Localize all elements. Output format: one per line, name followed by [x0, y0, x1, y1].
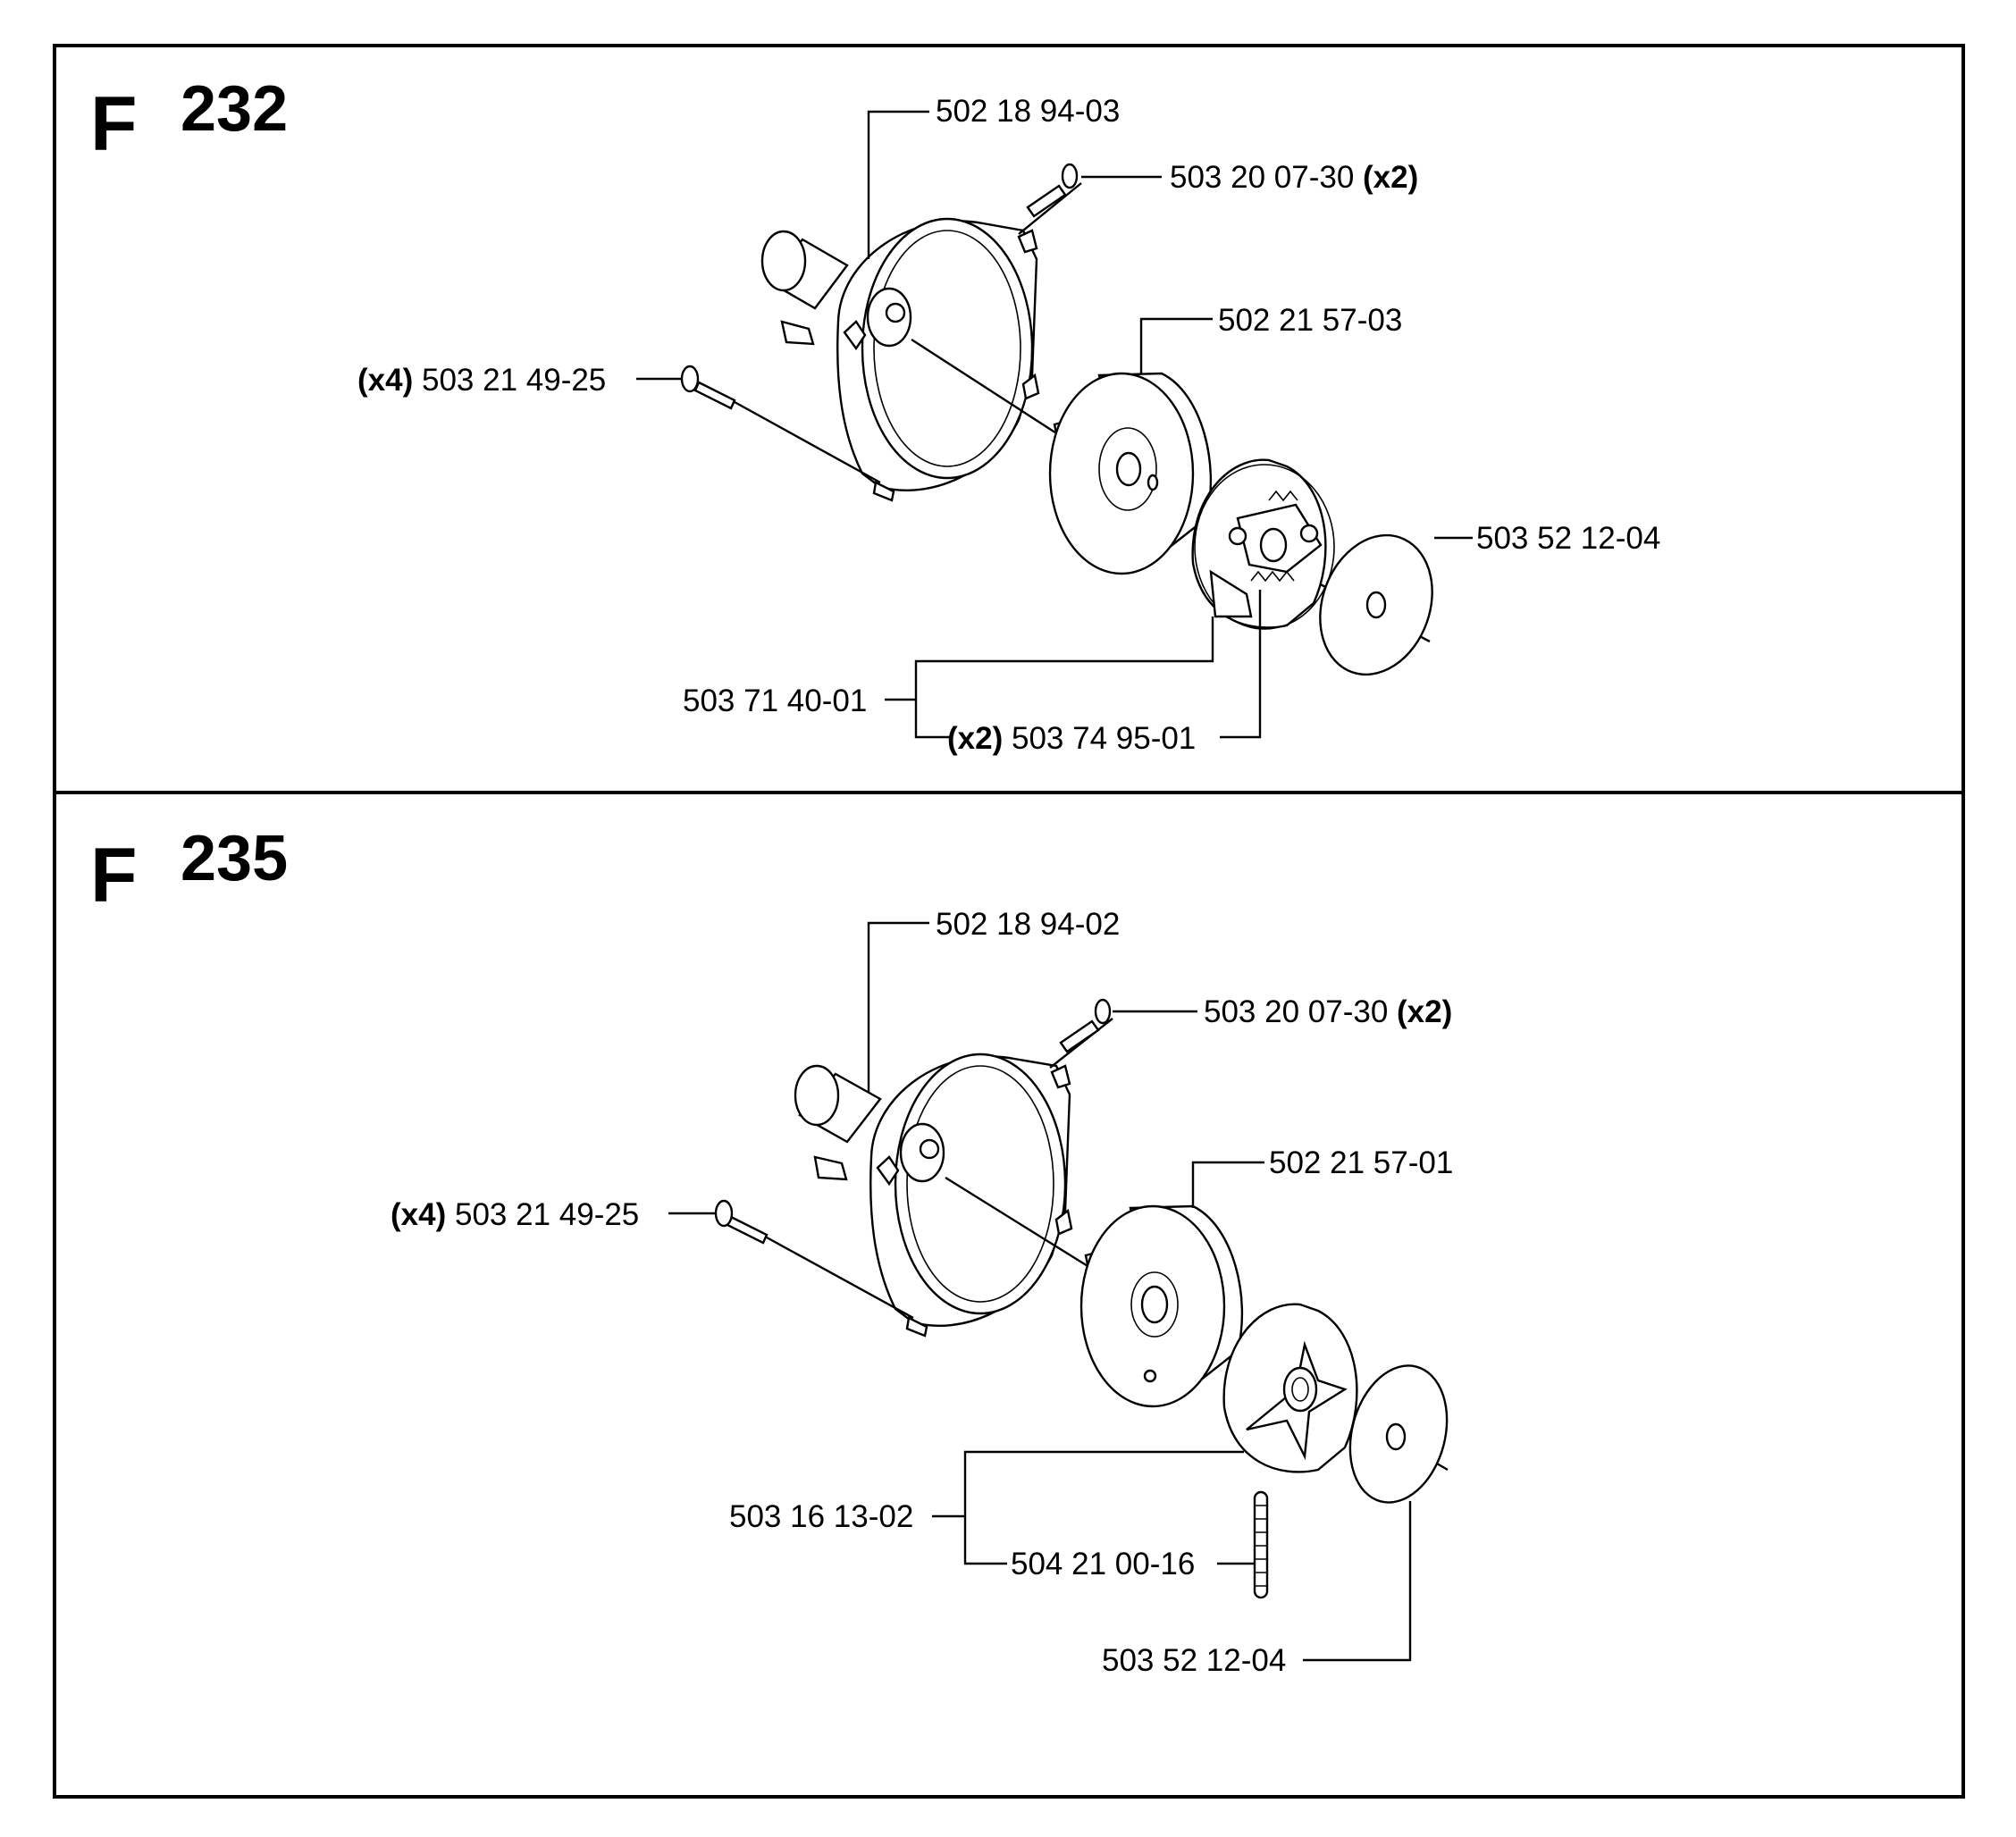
part-label-cover-screw: 503 20 07-30 (x2) — [1170, 160, 1418, 195]
leader-line — [1139, 317, 1213, 373]
diagram-frame — [53, 44, 1965, 1799]
leader-line — [1220, 590, 1262, 739]
cover-screw-drawing — [1018, 163, 1082, 235]
spring-drawing — [1253, 1490, 1269, 1599]
leader-line — [867, 921, 929, 1092]
mount-screw-drawing — [680, 365, 881, 484]
part-label-spring: 504 21 00-16 — [1011, 1547, 1195, 1581]
part-label-clutch-assembly: 503 16 13-02 — [729, 1499, 913, 1534]
leader-line — [1191, 1161, 1264, 1208]
cover-screw-drawing — [1049, 998, 1113, 1069]
assembly-axis-line — [911, 338, 1064, 440]
section-f235: F 235 — [90, 823, 1453, 1678]
section-number: 232 — [181, 73, 288, 145]
leader-line — [867, 110, 929, 259]
quantity-label: (x2) — [947, 721, 1003, 756]
quantity-label: (x4) — [391, 1197, 446, 1232]
part-label-clutch-drum: 502 21 57-03 — [1218, 303, 1402, 338]
part-label-mount-screw: (x4) 503 21 49-25 — [357, 363, 606, 398]
part-label-clutch-drum: 502 21 57-01 — [1269, 1145, 1453, 1180]
leader-line — [914, 617, 1214, 739]
leader-line — [1303, 1501, 1412, 1662]
part-label-clutch-cover: 502 18 94-03 — [936, 94, 1120, 129]
quantity-label: (x4) — [357, 363, 413, 398]
part-label-washer: 503 52 12-04 — [1476, 521, 1660, 556]
quantity-label: (x2) — [1363, 160, 1418, 195]
mount-screw-drawing — [714, 1199, 914, 1320]
part-label-washer: 503 52 12-04 — [1102, 1643, 1286, 1678]
part-label-spring: (x2) 503 74 95-01 — [947, 721, 1196, 756]
section-number: 235 — [181, 823, 288, 894]
washer-drawing — [1319, 533, 1433, 676]
part-label-cover-screw: 503 20 07-30 (x2) — [1204, 994, 1452, 1029]
clutch-assembly-drawing — [1191, 458, 1335, 630]
clutch-assembly-drawing — [1222, 1303, 1358, 1473]
clutch-drum-drawing — [1079, 1204, 1244, 1408]
clutch-drum-drawing — [1048, 372, 1213, 575]
part-label-clutch-cover: 502 18 94-02 — [936, 907, 1120, 942]
section-letter: F — [90, 833, 138, 918]
section-f232: F 232 — [90, 73, 1660, 756]
section-letter: F — [90, 81, 138, 167]
part-label-mount-screw: (x4) 503 21 49-25 — [391, 1197, 639, 1232]
part-label-clutch-assembly: 503 71 40-01 — [683, 684, 867, 718]
quantity-label: (x2) — [1397, 994, 1452, 1029]
washer-drawing — [1348, 1364, 1449, 1504]
leader-line — [963, 1450, 1244, 1565]
clutch-cover-drawing — [760, 217, 1040, 502]
clutch-cover-drawing — [794, 1053, 1073, 1338]
assembly-axis-line — [945, 1176, 1093, 1271]
